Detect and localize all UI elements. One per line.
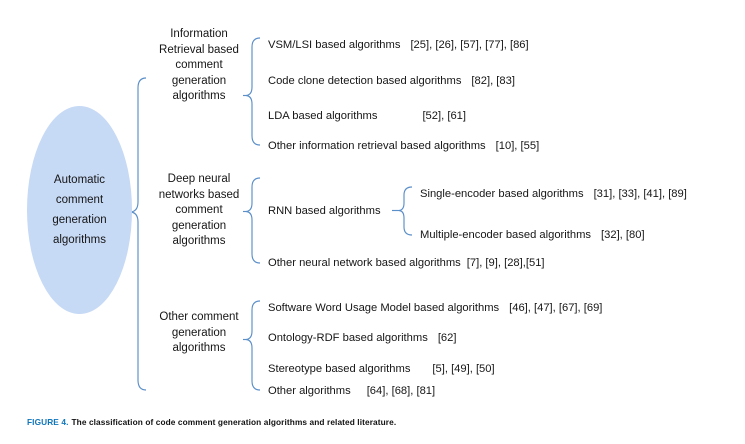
leaf-references: [82], [83] bbox=[471, 75, 515, 87]
leaf-row: Single-encoder based algorithms [31], [33… bbox=[420, 187, 687, 201]
leaf-row: Stereotype based algorithms [5], [49], [5… bbox=[268, 362, 495, 376]
leaf-label: Other algorithms bbox=[268, 385, 351, 397]
leaf-label: Other neural network based algorithms bbox=[268, 257, 461, 269]
root-node-label: Automatic comment generation algorithms bbox=[52, 174, 107, 246]
figure-caption: FIGURE 4.The classification of code comm… bbox=[27, 417, 727, 427]
leaf-label: Stereotype based algorithms bbox=[268, 363, 411, 375]
leaf-references: [31], [33], [41], [89] bbox=[593, 188, 687, 200]
group-label-information-retrieval: Information Retrieval based comment gene… bbox=[159, 28, 239, 103]
leaf-row: Other neural network based algorithms [7]… bbox=[268, 256, 545, 270]
mid-node-label: RNN based algorithms bbox=[268, 205, 381, 217]
group-label-other-comment: Other comment generation algorithms bbox=[159, 311, 239, 355]
mid-node-rnn: RNN based algorithms bbox=[268, 204, 381, 218]
leaf-references: [7], [9], [28],[51] bbox=[466, 257, 545, 269]
leaf-references: [25], [26], [57], [77], [86] bbox=[410, 39, 529, 51]
root-node: Automatic comment generation algorithms bbox=[27, 106, 132, 314]
leaf-label: LDA based algorithms bbox=[268, 110, 378, 122]
leaf-label: Multiple-encoder based algorithms bbox=[420, 229, 592, 241]
leaf-references: [52], [61] bbox=[422, 110, 466, 122]
leaf-label: Single-encoder based algorithms bbox=[420, 188, 584, 200]
leaf-label: Code clone detection based algorithms bbox=[268, 75, 462, 87]
leaf-label: VSM/LSI based algorithms bbox=[268, 39, 401, 51]
leaf-references: [10], [55] bbox=[495, 140, 540, 152]
leaf-references: [64], [68], [81] bbox=[366, 385, 436, 397]
leaf-references: [62] bbox=[437, 332, 457, 344]
leaf-row: Code clone detection based algorithms [82… bbox=[268, 74, 515, 88]
leaf-row: VSM/LSI based algorithms [25], [26], [57]… bbox=[268, 38, 529, 52]
leaf-label: Software Word Usage Model based algorith… bbox=[268, 302, 500, 314]
leaf-references: [5], [49], [50] bbox=[432, 363, 495, 375]
leaf-label: Ontology-RDF based algorithms bbox=[268, 332, 428, 344]
leaf-references: [32], [80] bbox=[601, 229, 645, 241]
leaf-row: Multiple-encoder based algorithms [32], [… bbox=[420, 228, 645, 242]
leaf-label: Other information retrieval based algori… bbox=[268, 140, 486, 152]
leaf-row: Ontology-RDF based algorithms [62] bbox=[268, 331, 456, 345]
leaf-row: LDA based algorithms [52], [61] bbox=[268, 109, 466, 123]
leaf-row: Other information retrieval based algori… bbox=[268, 139, 539, 153]
group-label-deep-neural-networks: Deep neural networks based comment gener… bbox=[158, 173, 240, 248]
leaf-references: [46], [47], [67], [69] bbox=[509, 302, 603, 314]
leaf-row: Software Word Usage Model based algorith… bbox=[268, 301, 602, 315]
figure-caption-text: The classification of code comment gener… bbox=[71, 417, 397, 427]
figure-number: FIGURE 4. bbox=[27, 417, 69, 427]
leaf-row: Other algorithms [64], [68], [81] bbox=[268, 384, 435, 398]
rnn-brace bbox=[398, 186, 413, 236]
